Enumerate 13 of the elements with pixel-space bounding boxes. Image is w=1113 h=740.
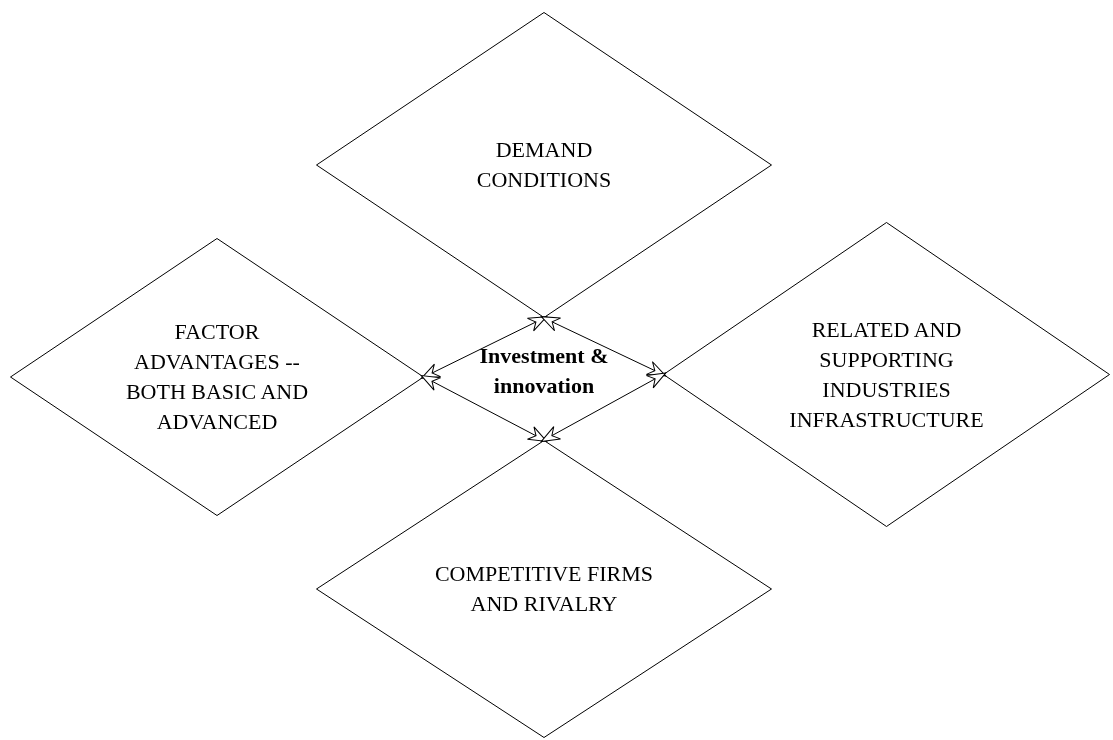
diamond-shape <box>316 12 772 318</box>
center-label: Investment & innovation <box>478 342 610 400</box>
double-arrow <box>540 372 667 442</box>
diamond-shape <box>316 440 772 738</box>
diamond-shape <box>663 222 1110 527</box>
double-arrow <box>420 316 548 379</box>
double-arrow <box>420 375 548 442</box>
node-label: RELATED AND SUPPORTING INDUSTRIES INFRASTRUCTURE <box>788 315 985 434</box>
double-arrow <box>540 316 667 377</box>
diamond-shape <box>10 238 424 516</box>
node-label: FACTOR ADVANTAGES -- BOTH BASIC AND ADVANCED <box>124 318 310 436</box>
node-label: COMPETITIVE FIRMS AND RIVALRY <box>433 560 655 618</box>
node-label: DEMAND CONDITIONS <box>475 136 613 194</box>
